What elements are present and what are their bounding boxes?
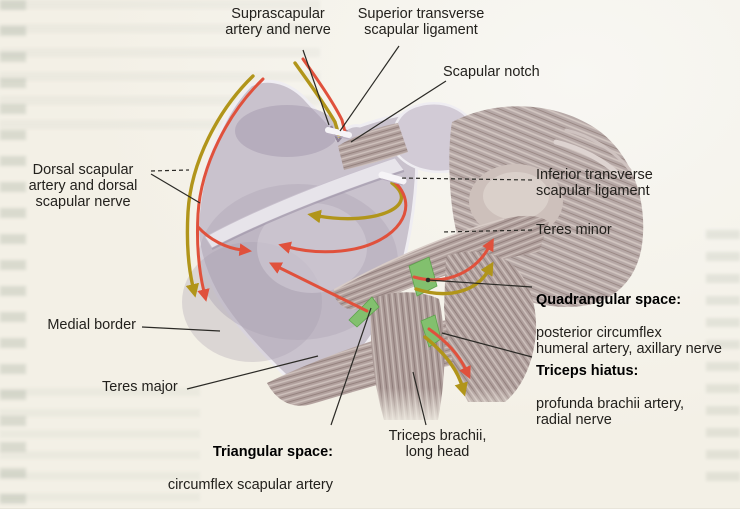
radial-nerve-path <box>423 335 468 397</box>
label-triceps-brachii: Triceps brachii, long head <box>388 428 487 461</box>
leader-suprascapular <box>302 49 330 126</box>
leader-teres-major <box>186 355 319 390</box>
label-quadrangular-space-title: Quadrangular space: <box>536 292 682 309</box>
spine-shadow-line <box>211 170 405 250</box>
inferior-transverse-ligament-edge <box>381 178 404 186</box>
nerves <box>185 61 494 397</box>
suprascapular-artery-path <box>301 57 347 134</box>
teres-minor-edge-highlight <box>333 218 505 291</box>
label-triceps-hiatus-detail: profunda brachii artery, radial nerve <box>536 395 685 428</box>
inferior-transverse-ligament-band <box>378 171 407 185</box>
label-teres-minor: Teres minor <box>536 222 612 238</box>
leader-lines <box>141 45 533 426</box>
axillary-nerve-path <box>414 261 494 296</box>
tendon-streak <box>564 128 632 172</box>
label-triceps-hiatus-title: Triceps hiatus: <box>536 363 639 380</box>
label-triangular-space-title: Triangular space: <box>212 444 333 461</box>
profunda-brachii-artery-path <box>427 327 471 380</box>
leader-quadrangular-space <box>427 279 533 288</box>
leader-dorsal-scapular-nerve <box>150 169 190 172</box>
leader-triceps-brachii <box>412 371 427 426</box>
leader-teres-minor <box>441 229 533 233</box>
label-inferior-transverse-ligament: Inferior transverse scapular ligament <box>536 167 653 200</box>
label-quadrangular-space-detail: posterior circumflex humeral artery, axi… <box>536 324 722 357</box>
quadrangular-space-highlight <box>408 256 438 297</box>
posterior-circumflex-humeral-artery-path <box>412 238 494 282</box>
dorsal-scapular-nerve-path <box>185 74 255 298</box>
suprascapular-nerve-path <box>293 61 341 138</box>
superior-transverse-ligament-band <box>325 127 352 138</box>
label-medial-border: Medial border <box>47 317 136 333</box>
joint-capsule-highlight <box>483 172 549 220</box>
label-triangular-space-detail: circumflex scapular artery <box>167 476 333 493</box>
label-dorsal-scapular: Dorsal scapular artery and dorsal scapul… <box>28 162 138 211</box>
label-teres-major: Teres major <box>102 379 178 395</box>
circumflex-scapular-artery-path <box>268 262 369 313</box>
leader-triangular-space <box>330 307 372 426</box>
bottom-fade <box>352 388 552 434</box>
leader-dorsal-scapular-artery <box>150 173 201 204</box>
leader-scapular-notch <box>350 80 447 143</box>
supraspinous-fossa-shading <box>235 105 339 157</box>
suprascapular-nerve-infraspinous-path <box>307 181 404 224</box>
arteries <box>195 57 494 380</box>
suprascapular-artery-infraspinous-path <box>278 175 408 254</box>
supraspinatus-muscle <box>338 123 408 170</box>
label-superior-transverse-ligament: Superior transverse scapular ligament <box>357 6 485 39</box>
leader-inferior-ligament <box>398 177 533 181</box>
label-triceps-hiatus: Triceps hiatus: profunda brachii artery,… <box>536 347 731 444</box>
label-suprascapular: Suprascapular artery and nerve <box>225 6 331 39</box>
leader-medial-border <box>141 326 221 332</box>
highlighted-spaces <box>348 256 442 348</box>
ligaments <box>325 127 407 186</box>
leader-superior-ligament <box>339 45 400 132</box>
leader-triceps-hiatus <box>441 332 533 358</box>
label-triangular-space: Triangular space: circumflex scapular ar… <box>150 428 333 509</box>
triangular-space-highlight <box>348 296 380 328</box>
superior-transverse-ligament-edge <box>327 133 350 140</box>
tendon-streak <box>553 139 623 179</box>
label-scapular-notch: Scapular notch <box>443 64 540 80</box>
infraspinatus-teres-minor-muscle <box>332 215 549 310</box>
label-quadrangular-space: Quadrangular space: posterior circumflex… <box>536 276 736 373</box>
dorsal-scapular-artery-branch <box>196 225 253 256</box>
leader-quadrangular-dot <box>425 277 431 283</box>
